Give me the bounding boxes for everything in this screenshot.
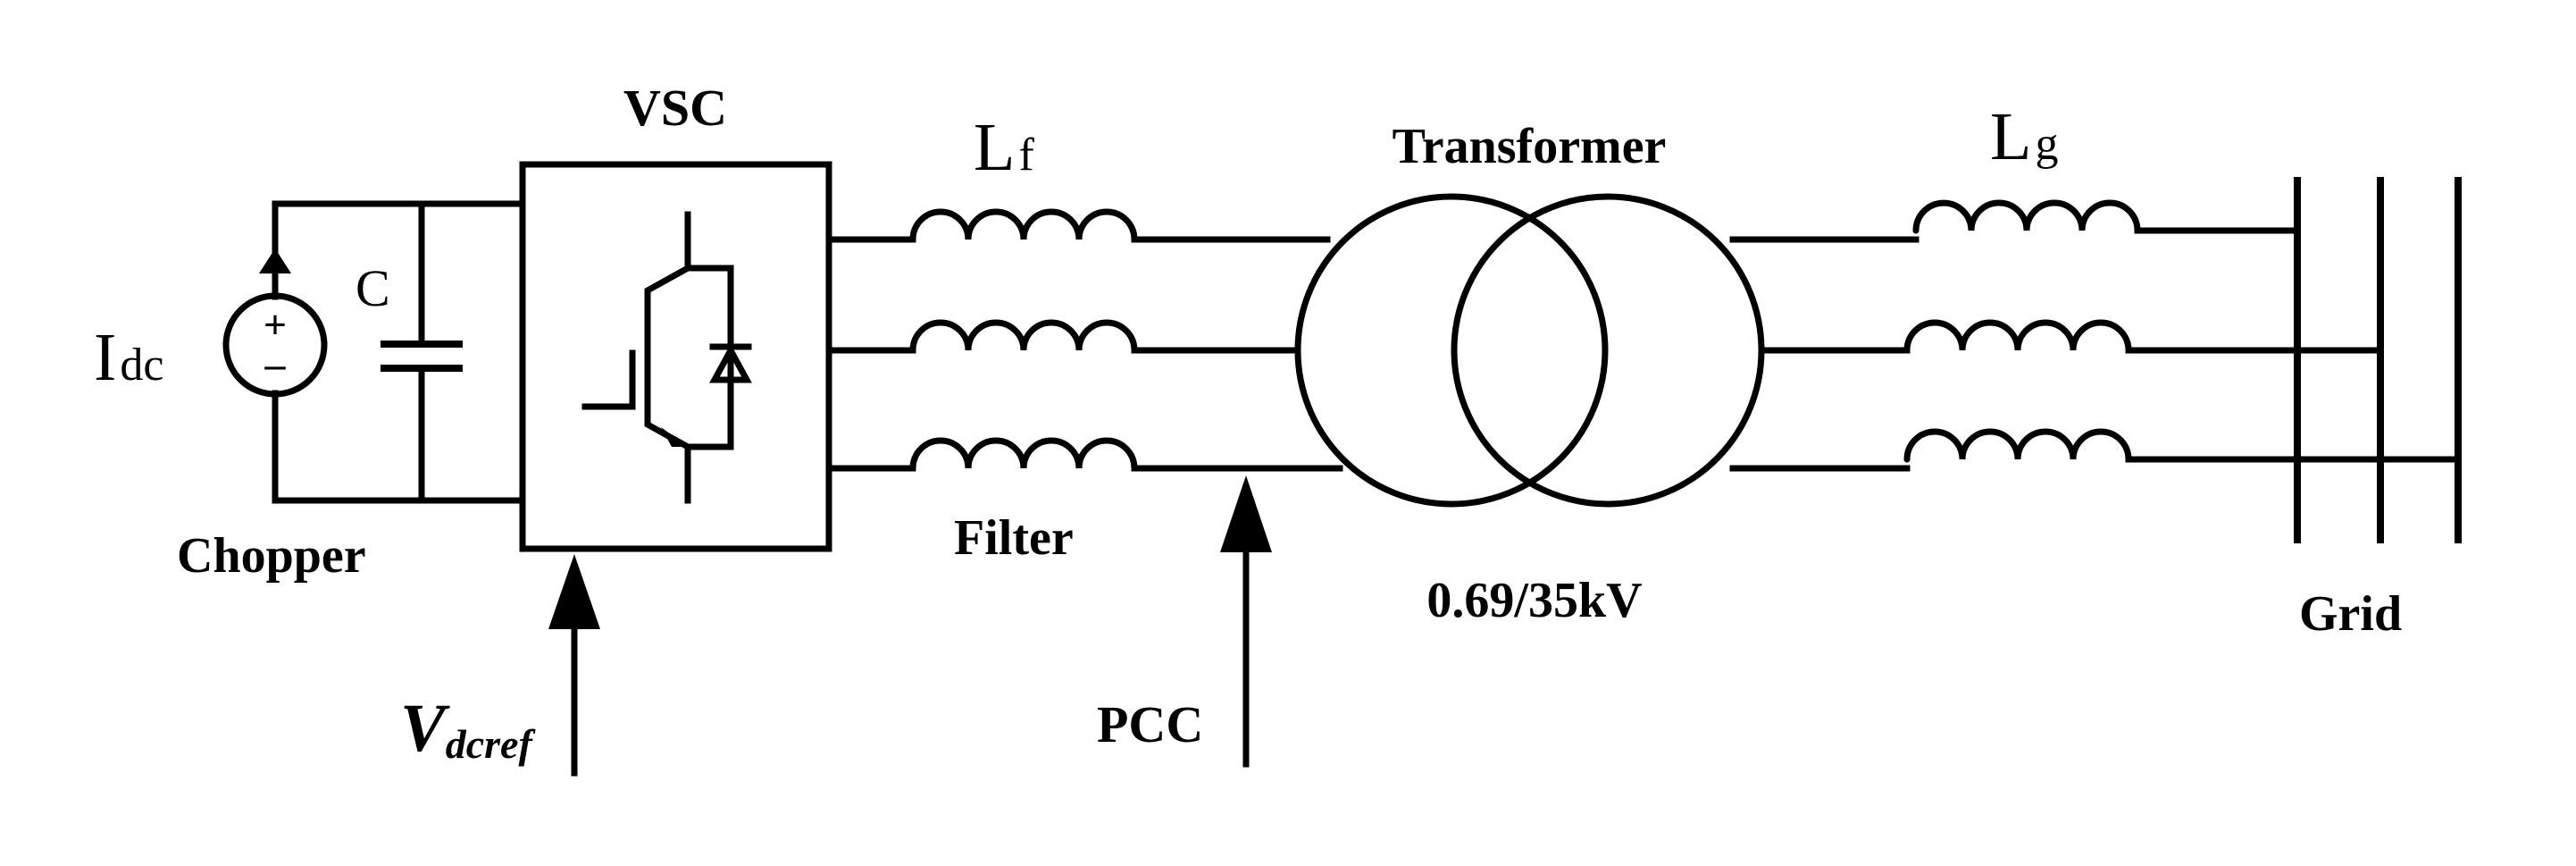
pcc-arrow <box>1220 475 1272 768</box>
capacitor-label: C <box>355 259 390 317</box>
filter-label: Filter <box>954 510 1074 566</box>
filter-inductor-label: Lf <box>974 110 1034 185</box>
source-plus-sign: + <box>263 302 287 348</box>
filter-inductor-b <box>909 319 1138 354</box>
diode-icon <box>709 343 752 383</box>
ac-lines-converter-side <box>825 208 1343 472</box>
grid-inductor-b <box>1903 319 2132 354</box>
current-source-label: Idc <box>94 320 163 395</box>
igbt-icon <box>581 211 752 504</box>
transformer-rating-label: 0.69/35kV <box>1426 573 1642 628</box>
vsc-label: VSC <box>623 79 727 137</box>
current-arrow-icon <box>259 248 291 273</box>
pcc-label: PCC <box>1097 695 1203 753</box>
current-source-icon <box>222 292 328 398</box>
grid-inductor-c <box>1903 428 2132 463</box>
grid-inductor-label: Lg <box>1990 99 2058 174</box>
vdcref-label: Vdcref <box>400 691 536 767</box>
vsc-box <box>519 161 832 552</box>
grid-label: Grid <box>2299 586 2402 642</box>
transformer-icon <box>1294 193 1765 508</box>
grid-bus-bars <box>2294 177 2462 543</box>
grid-inductor-a <box>1912 199 2141 234</box>
source-minus-sign: – <box>264 341 287 387</box>
filter-inductor-c <box>909 437 1138 472</box>
filter-inductor-a <box>909 208 1138 243</box>
transformer-label: Transformer <box>1393 119 1667 174</box>
ac-lines-grid-side <box>1729 199 2462 472</box>
vdcref-input-arrow <box>548 554 600 777</box>
vsc-converter <box>519 161 832 552</box>
chopper-label: Chopper <box>177 528 366 584</box>
chopper-circuit: + – <box>222 200 526 504</box>
